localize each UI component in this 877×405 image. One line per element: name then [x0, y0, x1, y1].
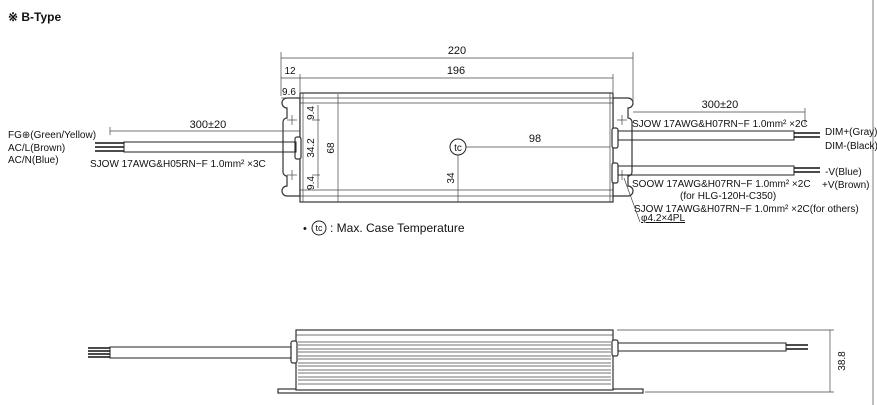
wire-label-v-plus: +V(Brown) [822, 180, 870, 191]
right-output-cable-gland [611, 162, 619, 184]
side-right-cable [617, 342, 787, 352]
dim-9-6: 9.6 [282, 87, 296, 98]
dim-38-8: 38.8 [837, 351, 848, 371]
right-cable-length: 300±20 [702, 99, 739, 111]
section-title: ※ B-Type [8, 10, 61, 24]
dim-12: 12 [284, 66, 296, 77]
output-cable-spec-others: SJOW 17AWG&H07RN−F 1.0mm² ×2C(for others… [634, 204, 859, 215]
right-dim-cable [617, 130, 820, 141]
mount-hole-spec: φ4.2×4PL [641, 213, 685, 224]
dim-68: 68 [326, 142, 337, 154]
side-left-cable [109, 346, 292, 359]
output-cable-spec-c350: SOOW 17AWG&H07RN−F 1.0mm² ×2C [632, 179, 811, 190]
case-body [299, 92, 614, 203]
wire-label-dim-plus: DIM+(Gray) [825, 127, 877, 138]
dim-196: 196 [447, 65, 465, 77]
left-cable-spec: SJOW 17AWG&H05RN−F 1.0mm² ×3C [90, 159, 266, 170]
side-case-body [295, 329, 614, 391]
legend-text: : Max. Case Temperature [330, 221, 465, 235]
wire-label-fg: FG⊕(Green/Yellow) [8, 130, 96, 141]
left-cable-length: 300±20 [190, 119, 227, 131]
wire-label-v-minus: -V(Blue) [825, 167, 862, 178]
wire-label-acn: AC/N(Blue) [8, 155, 59, 166]
top-view: 220 196 12 9.6 68 34.2 9.4 9.4 tc 98 34 [8, 45, 877, 224]
dim-220: 220 [448, 45, 466, 57]
dim-cable-spec: SJOW 17AWG&H07RN−F 1.0mm² ×2C [632, 119, 808, 130]
output-cable-note-c350: (for HLG-120H-C350) [680, 191, 776, 202]
right-dim-cable-gland [611, 127, 619, 149]
tc-symbol: tc [454, 143, 462, 154]
right-output-cable [617, 165, 820, 176]
side-view: 38.8 [88, 329, 848, 394]
wire-label-acl: AC/L(Brown) [8, 143, 65, 154]
dim-34: 34 [446, 172, 457, 184]
legend-symbol: tc [315, 223, 323, 233]
wire-label-dim-minus: DIM-(Black) [825, 141, 877, 152]
dim-9-4-top: 9.4 [306, 106, 317, 120]
tc-legend-icon [311, 220, 327, 236]
dim-9-4-bottom: 9.4 [306, 176, 317, 190]
left-ac-cable [95, 141, 297, 153]
tc-legend: • tc : Max. Case Temperature [303, 220, 465, 236]
heatsink-fins [296, 334, 613, 385]
left-mount-flange [281, 97, 301, 197]
dim-98: 98 [529, 133, 541, 145]
legend-bullet: • [303, 223, 307, 235]
dim-34-2: 34.2 [306, 138, 317, 158]
